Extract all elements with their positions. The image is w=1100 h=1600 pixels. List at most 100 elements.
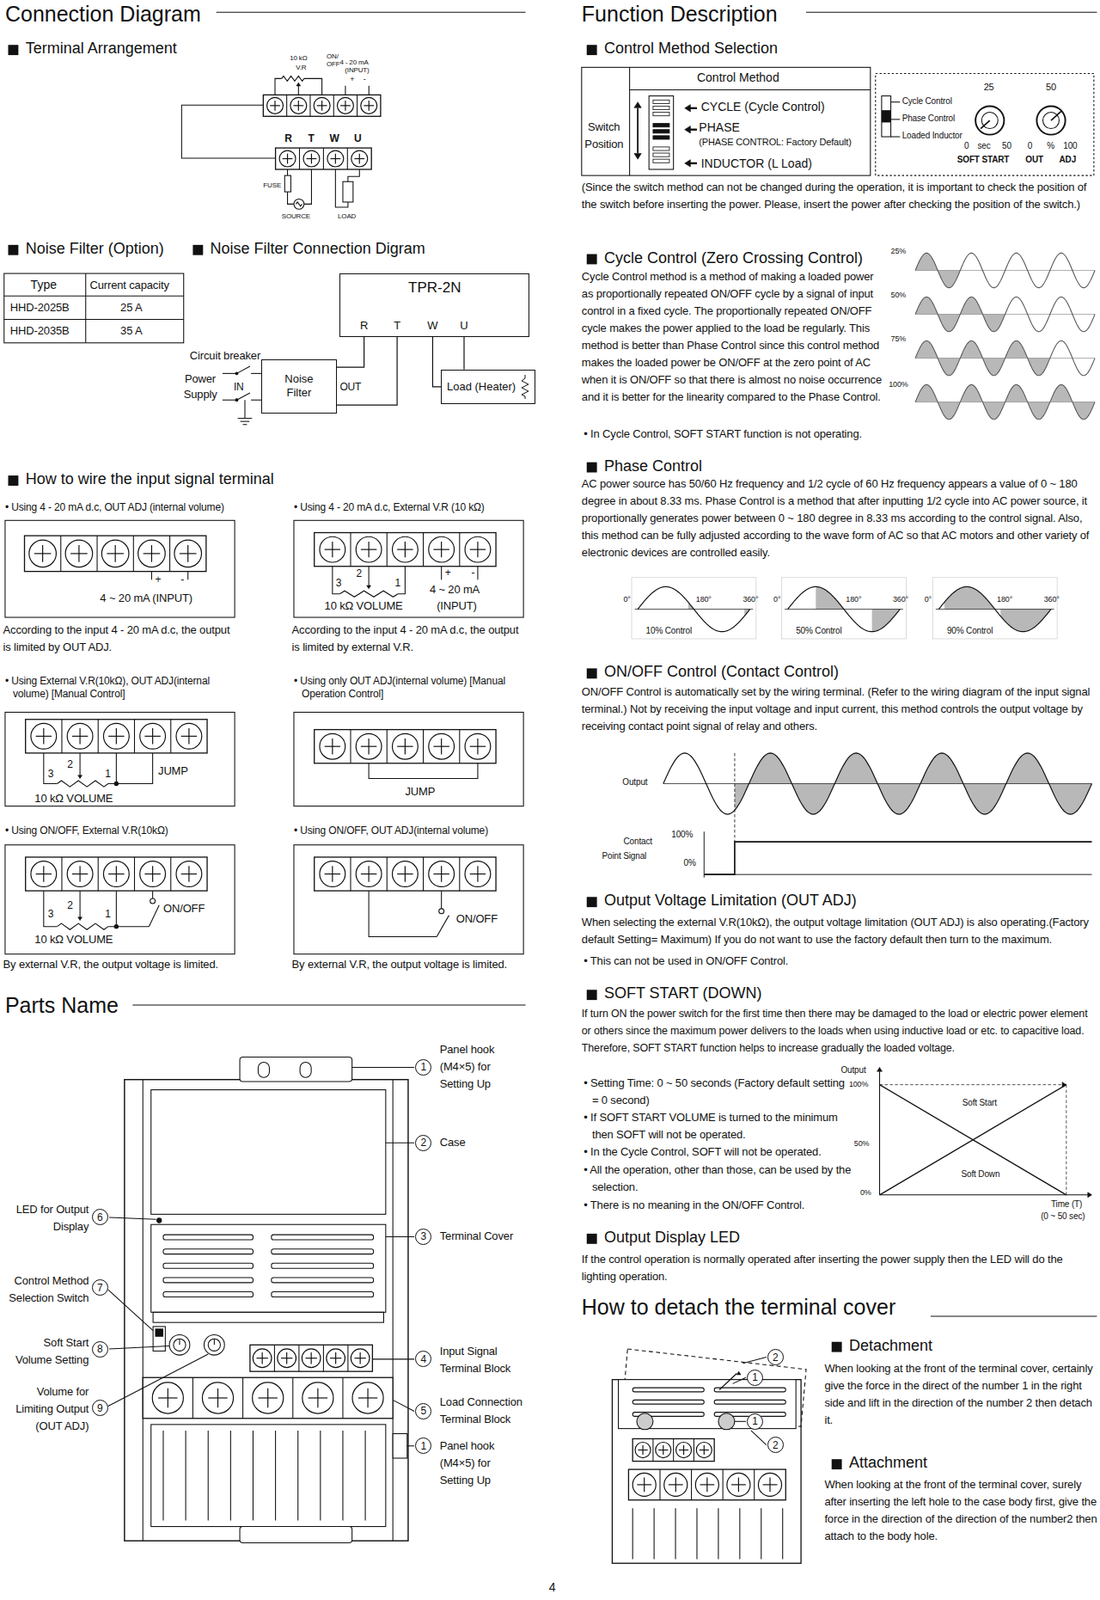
- terminal-divider: [386, 532, 388, 567]
- wave-frame: [782, 577, 907, 639]
- heat-sink-fin: [342, 1430, 343, 1520]
- sine-wave: [915, 252, 1095, 288]
- section-heading: How to wire the input signal terminal: [25, 470, 275, 489]
- wire-line: [116, 925, 149, 927]
- label-text: W: [330, 132, 340, 145]
- terminal-divider: [458, 532, 460, 567]
- terminal-screw: [30, 722, 57, 749]
- direction-arrow: [719, 1373, 737, 1390]
- cover-vent: [163, 1248, 253, 1254]
- graph-axis: [879, 1070, 880, 1195]
- terminal-divider: [299, 147, 300, 170]
- callout-label: 2: [420, 1136, 427, 1148]
- label-text: -: [180, 573, 184, 586]
- terminal-divider: [349, 729, 351, 764]
- leader-line: [733, 1376, 746, 1383]
- screw-slot: [115, 544, 117, 563]
- label-text: INDUCTOR (L Load): [701, 156, 813, 172]
- terminal-screw: [355, 536, 382, 563]
- label-text: 0: [964, 140, 969, 152]
- label-text: (INPUT): [344, 66, 369, 75]
- wave-fill: [944, 586, 996, 609]
- heading-rule: [216, 12, 526, 13]
- wire: [432, 336, 440, 387]
- label-text: Loaded Inductor: [902, 130, 963, 141]
- soft-down-line: [880, 1084, 1067, 1195]
- callout-label: 8: [97, 1343, 104, 1354]
- terminal-screw: [319, 536, 346, 563]
- label-text: 3: [336, 576, 343, 589]
- wire-line: [151, 571, 153, 580]
- screw-slot: [359, 153, 361, 165]
- section-heading: Control Method Selection: [604, 39, 778, 59]
- terminal-screw: [252, 1348, 272, 1368]
- cover-hinge: [718, 1412, 735, 1430]
- screw-slot: [368, 541, 370, 557]
- guide-line: [880, 1083, 1067, 1085]
- terminal-block: [314, 532, 496, 567]
- label-text: • In Cycle Control, SOFT START function …: [583, 427, 862, 441]
- terminal-screw: [696, 1442, 712, 1458]
- terminal-screw: [319, 733, 346, 759]
- wave-frame: [631, 577, 757, 639]
- label-text: Time (T): [1051, 1198, 1082, 1210]
- screw-slot: [152, 727, 153, 744]
- load-symbol: [342, 181, 354, 202]
- wire-line: [43, 890, 58, 927]
- terminal-screw: [327, 150, 344, 167]
- wave-frame: [932, 577, 1058, 639]
- label-text: • This can not be used in ON/OFF Control…: [583, 953, 789, 968]
- panel-frame: [5, 844, 235, 954]
- screw-slot: [706, 1476, 708, 1492]
- terminal-name: U: [459, 318, 468, 332]
- leader-line: [385, 1235, 415, 1237]
- page-heading: Connection Diagram: [5, 0, 202, 27]
- leader-line: [385, 1142, 415, 1143]
- signal-axis: [703, 831, 705, 877]
- terminal-screw: [464, 861, 491, 887]
- label-text: Case: [440, 1135, 466, 1149]
- terminal-screw: [428, 733, 455, 759]
- resistor-symbol: [520, 374, 530, 399]
- terminal-screw: [303, 150, 320, 167]
- switch-bar: [653, 146, 670, 151]
- volume-knob: [207, 1338, 220, 1351]
- screw-slot: [769, 1476, 770, 1492]
- sine-wave: [788, 586, 901, 631]
- label-text: LOAD: [337, 212, 356, 221]
- selection-switch: [152, 1326, 165, 1351]
- signal-axis: [703, 873, 1092, 875]
- section-heading: ON/OFF Control (Contact Control): [604, 662, 839, 682]
- label-text: 360°: [1044, 594, 1060, 605]
- label-text: By external V.R, the output voltage is l…: [3, 957, 219, 972]
- terminal-screw: [152, 1381, 184, 1413]
- terminal-divider: [349, 856, 351, 891]
- heat-sink-fin: [696, 1507, 697, 1559]
- screw-slot: [360, 1351, 361, 1363]
- terminal-divider: [659, 1468, 660, 1500]
- paragraph: • All the operation, other than those, c…: [583, 1161, 853, 1196]
- screw-slot: [262, 1351, 263, 1363]
- terminal-screw: [176, 722, 202, 749]
- paragraph: According to the input 4 - 20 mA d.c, th…: [292, 621, 526, 656]
- terminal-screw: [176, 861, 202, 887]
- cover-vent: [632, 1399, 704, 1404]
- arrow-head: [684, 126, 691, 134]
- paragraph: When looking at the front of the termina…: [824, 1475, 1098, 1545]
- paragraph: (Since the switch method can not be chan…: [581, 178, 1098, 214]
- wire-line: [304, 78, 323, 95]
- terminal-screw: [326, 1348, 346, 1368]
- callout-number: 1: [415, 1058, 432, 1076]
- screw-slot: [188, 727, 190, 744]
- label-text: U: [354, 132, 362, 145]
- cover-vent: [714, 1387, 786, 1392]
- switch-arrow: [636, 108, 639, 153]
- label-text: 50%: [891, 290, 907, 300]
- terminal-screw: [632, 1472, 656, 1496]
- wave-fill: [815, 586, 844, 609]
- terminal-divider: [133, 535, 135, 572]
- switch-lever: [154, 1327, 163, 1336]
- section-heading: Detachment: [849, 1336, 933, 1356]
- resistor-symbol: [56, 922, 108, 929]
- label-text: JUMP: [158, 763, 189, 778]
